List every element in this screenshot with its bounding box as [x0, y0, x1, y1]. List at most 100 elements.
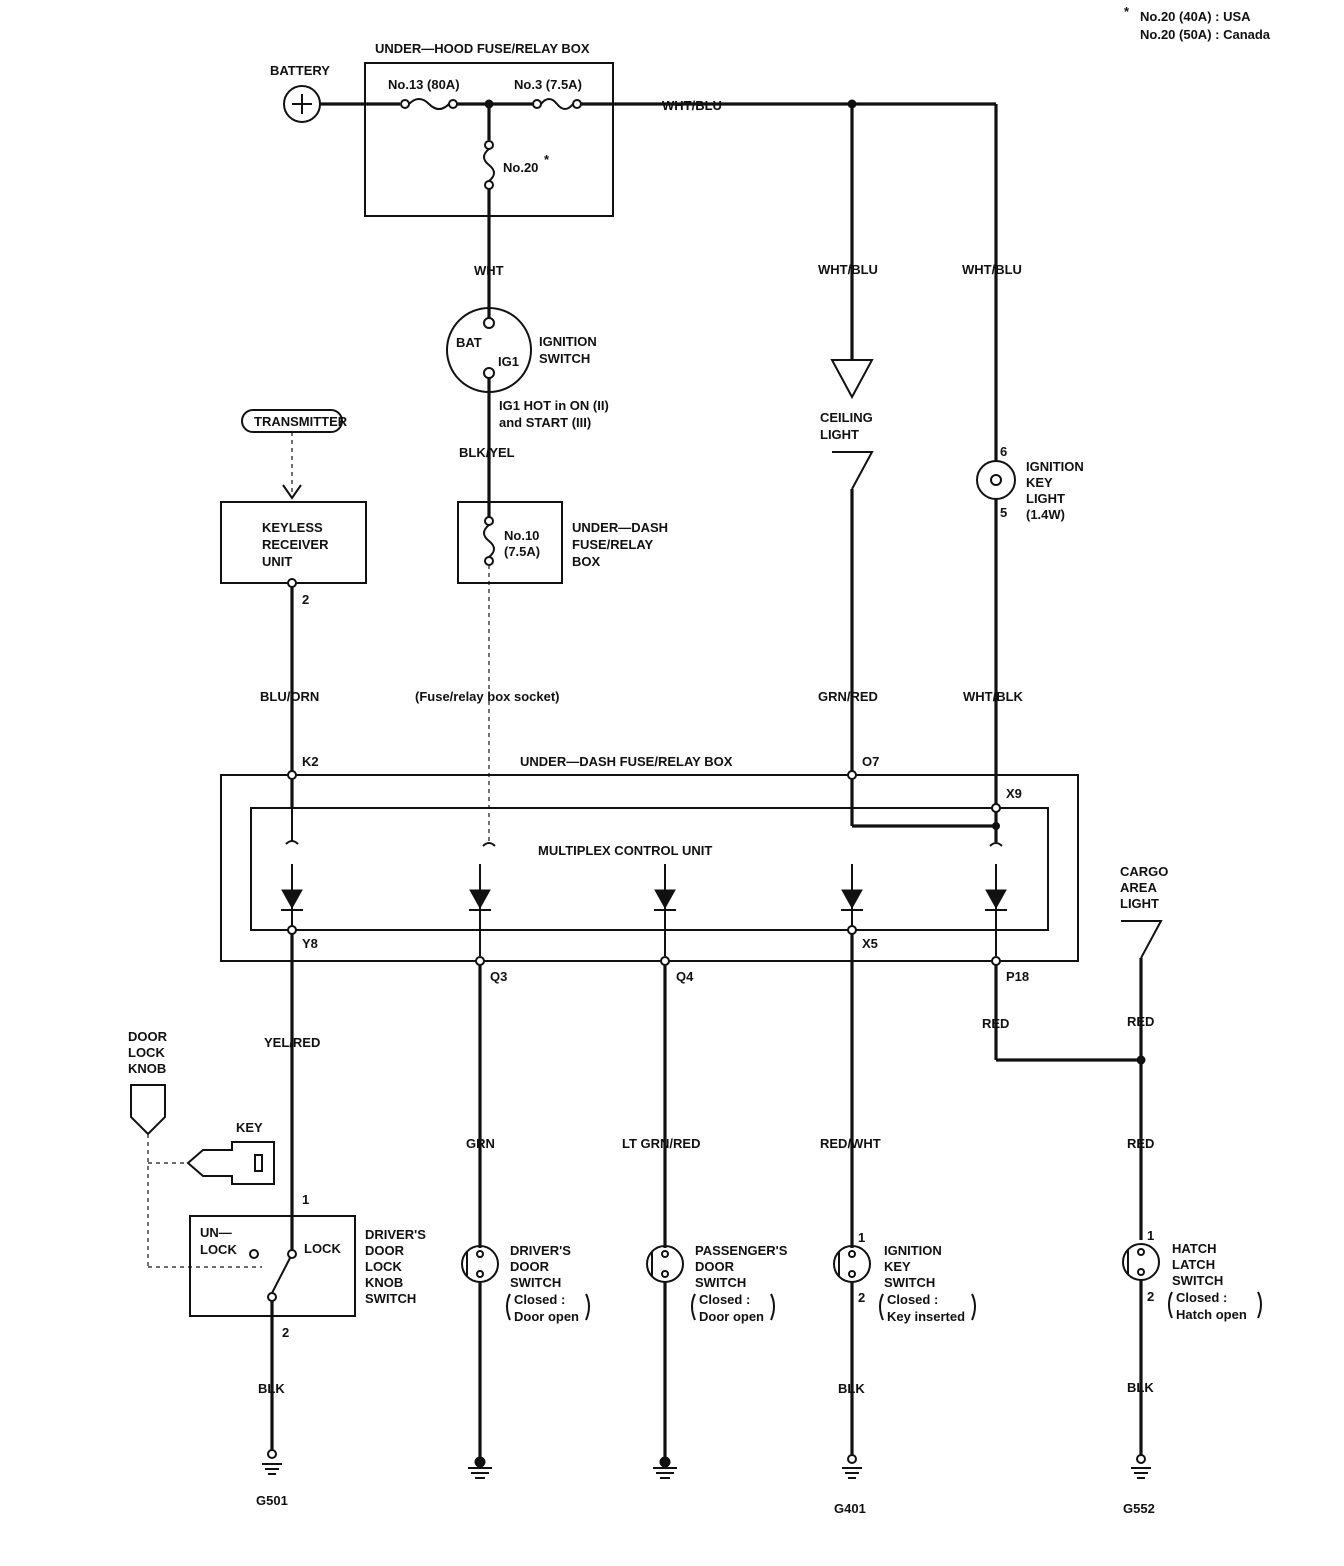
- unlock-label-2: LOCK: [200, 1242, 237, 1257]
- hatch-cond-2: Hatch open: [1176, 1307, 1247, 1322]
- fuse-20-asterisk: *: [544, 152, 550, 167]
- fuse-13-element: [408, 98, 450, 110]
- drivers-door-label-3: SWITCH: [510, 1275, 561, 1290]
- ceiling-light-label-1: CEILING: [820, 410, 873, 425]
- knob-switch-pin-top: 1: [302, 1192, 309, 1207]
- under-dash-main-box: UNDER—DASH FUSE/RELAY BOX MULTIPLEX CONT…: [220, 754, 1079, 984]
- door-lock-knob-symbol: [130, 1084, 166, 1136]
- wire-yel-red: YEL/RED: [264, 1035, 320, 1050]
- key-light-label-3: LIGHT: [1026, 491, 1065, 506]
- fuse-13-terminal-b: [448, 99, 458, 109]
- key-switch-cond-2: Key inserted: [887, 1309, 965, 1324]
- top-feed-wiring: WHT/BLU: [320, 98, 996, 318]
- key-light-label-2: KEY: [1026, 475, 1053, 490]
- wire-blk-2: BLK: [838, 1381, 865, 1396]
- bat-label: BAT: [456, 335, 482, 350]
- ignition-switch-label: IGNITION: [539, 334, 597, 349]
- cargo-label-1: CARGO: [1120, 864, 1168, 879]
- door-lock-knob-label-3: KNOB: [128, 1061, 166, 1076]
- fuse-20-element: [483, 148, 495, 182]
- note-canada: No.20 (50A) : Canada: [1140, 27, 1271, 42]
- bat-terminal: [483, 317, 495, 329]
- fuse-10-label: No.10: [504, 528, 539, 543]
- fuse-13-label: No.13 (80A): [388, 77, 460, 92]
- fuse-3-terminal-a: [532, 99, 542, 109]
- key-switch-label-1: IGNITION: [884, 1243, 942, 1258]
- wire-blu-orn: BLU/ORN: [260, 689, 319, 704]
- passenger-door-label-1: PASSENGER'S: [695, 1243, 788, 1258]
- under-dash-fuse-box: [457, 501, 563, 584]
- battery-label: BATTERY: [270, 63, 330, 78]
- door-lock-knob-label-1: DOOR: [128, 1029, 168, 1044]
- diode-channel-p18: [985, 842, 1007, 966]
- knob-switch-label-1: DRIVER'S: [365, 1227, 426, 1242]
- battery: BATTERY: [270, 63, 330, 123]
- note-usa: No.20 (40A) : USA: [1140, 9, 1251, 24]
- key-switch-cond-1: Closed :: [887, 1292, 938, 1307]
- ig1-note-2: and START (III): [499, 415, 591, 430]
- keyless-line-2: RECEIVER: [262, 537, 329, 552]
- cargo-label-3: LIGHT: [1120, 896, 1159, 911]
- door-lock-knob-label-2: LOCK: [128, 1045, 165, 1060]
- under-dash-outer-box: [220, 774, 1079, 962]
- key-switch-label-2: KEY: [884, 1259, 911, 1274]
- diode-channel-q4: [654, 864, 676, 966]
- drivers-door-cond-2: Door open: [514, 1309, 579, 1324]
- fuse-20-terminal-a: [484, 140, 494, 150]
- fuse-20-label: No.20: [503, 160, 538, 175]
- wire-red-3: RED: [1127, 1136, 1154, 1151]
- key-light-bulb: [976, 460, 1016, 500]
- connector-o7: O7: [862, 754, 879, 769]
- fuse-10-rating: (7.5A): [504, 544, 540, 559]
- wire-blk-yel: BLK/YEL: [459, 445, 515, 460]
- mcu-inner-box: [250, 807, 1049, 931]
- knob-switch-label-2: DOOR: [365, 1243, 405, 1258]
- wire-red-2: RED: [1127, 1014, 1154, 1029]
- ig1-terminal: [483, 367, 495, 379]
- keyless-line-1: KEYLESS: [262, 520, 323, 535]
- ig1-label: IG1: [498, 354, 519, 369]
- wire-red-wht: RED/WHT: [820, 1136, 881, 1151]
- under-hood-fuse-box: UNDER—HOOD FUSE/RELAY BOX No.13 (80A) No…: [364, 41, 614, 217]
- wire-wht-blk: WHT/BLK: [963, 689, 1024, 704]
- ignition-key-switch-section: RED/WHT 1 2 BLK G401 IGNITION KEY SWITCH…: [820, 934, 976, 1516]
- knob-switch-label-3: LOCK: [365, 1259, 402, 1274]
- ig1-note: IG1 HOT in ON (II): [499, 398, 609, 413]
- drivers-door-switch-section: GRN DRIVER'S DOOR SWITCH Closed : Door o…: [461, 965, 590, 1479]
- passenger-door-cond-2: Door open: [699, 1309, 764, 1324]
- key-symbol: [186, 1141, 275, 1185]
- knob-switch-label-5: SWITCH: [365, 1291, 416, 1306]
- ceiling-light-label-2: LIGHT: [820, 427, 859, 442]
- fuse-3-terminal-b: [572, 99, 582, 109]
- under-hood-title: UNDER—HOOD FUSE/RELAY BOX: [375, 41, 590, 56]
- wire-lt-grn-red: LT GRN/RED: [622, 1136, 700, 1151]
- connector-k2: K2: [302, 754, 319, 769]
- keyless-receiver-section: TRANSMITTER KEYLESS RECEIVER UNIT 2 BLU/…: [220, 409, 367, 808]
- wire-grn-red: GRN/RED: [818, 689, 878, 704]
- under-dash-label-1: UNDER—DASH: [572, 520, 668, 535]
- wire-red-1: RED: [982, 1016, 1009, 1031]
- ignition-switch: WHT BAT IG1 IGNITION SWITCH IG1 HOT in O…: [446, 263, 609, 518]
- key-light-pin-bottom: 5: [1000, 505, 1007, 520]
- wire-blk-1: BLK: [258, 1381, 285, 1396]
- cargo-light-arrow: [1121, 920, 1163, 959]
- connector-x9: X9: [1006, 786, 1022, 801]
- ceiling-light-section: WHT/BLU CEILING LIGHT GRN/RED: [818, 104, 878, 770]
- wire-blk-3: BLK: [1127, 1380, 1154, 1395]
- diode-channel-y8: [281, 808, 303, 950]
- ground-g401: G401: [834, 1501, 866, 1516]
- wire-wht-blu-ceiling: WHT/BLU: [818, 262, 878, 277]
- ground-g501: G501: [256, 1493, 288, 1508]
- hatch-switch-pin-bottom: 2: [1147, 1289, 1154, 1304]
- key-light-label-4: (1.4W): [1026, 507, 1065, 522]
- hatch-switch-pin-top: 1: [1147, 1228, 1154, 1243]
- connector-q3: Q3: [490, 969, 507, 984]
- under-dash-fuse-10: No.10 (7.5A) UNDER—DASH FUSE/RELAY BOX (…: [415, 501, 668, 842]
- key-label: KEY: [236, 1120, 263, 1135]
- connector-x5: X5: [862, 936, 878, 951]
- wire-wht: WHT: [474, 263, 504, 278]
- hatch-latch-switch-section: 1 2 BLK G552 HATCH LATCH SWITCH Closed :…: [1122, 1228, 1262, 1516]
- passenger-door-label-3: SWITCH: [695, 1275, 746, 1290]
- passenger-door-switch-section: LT GRN/RED PASSENGER'S DOOR SWITCH Close…: [622, 965, 788, 1479]
- ceiling-light-arrow-bottom: [832, 451, 874, 490]
